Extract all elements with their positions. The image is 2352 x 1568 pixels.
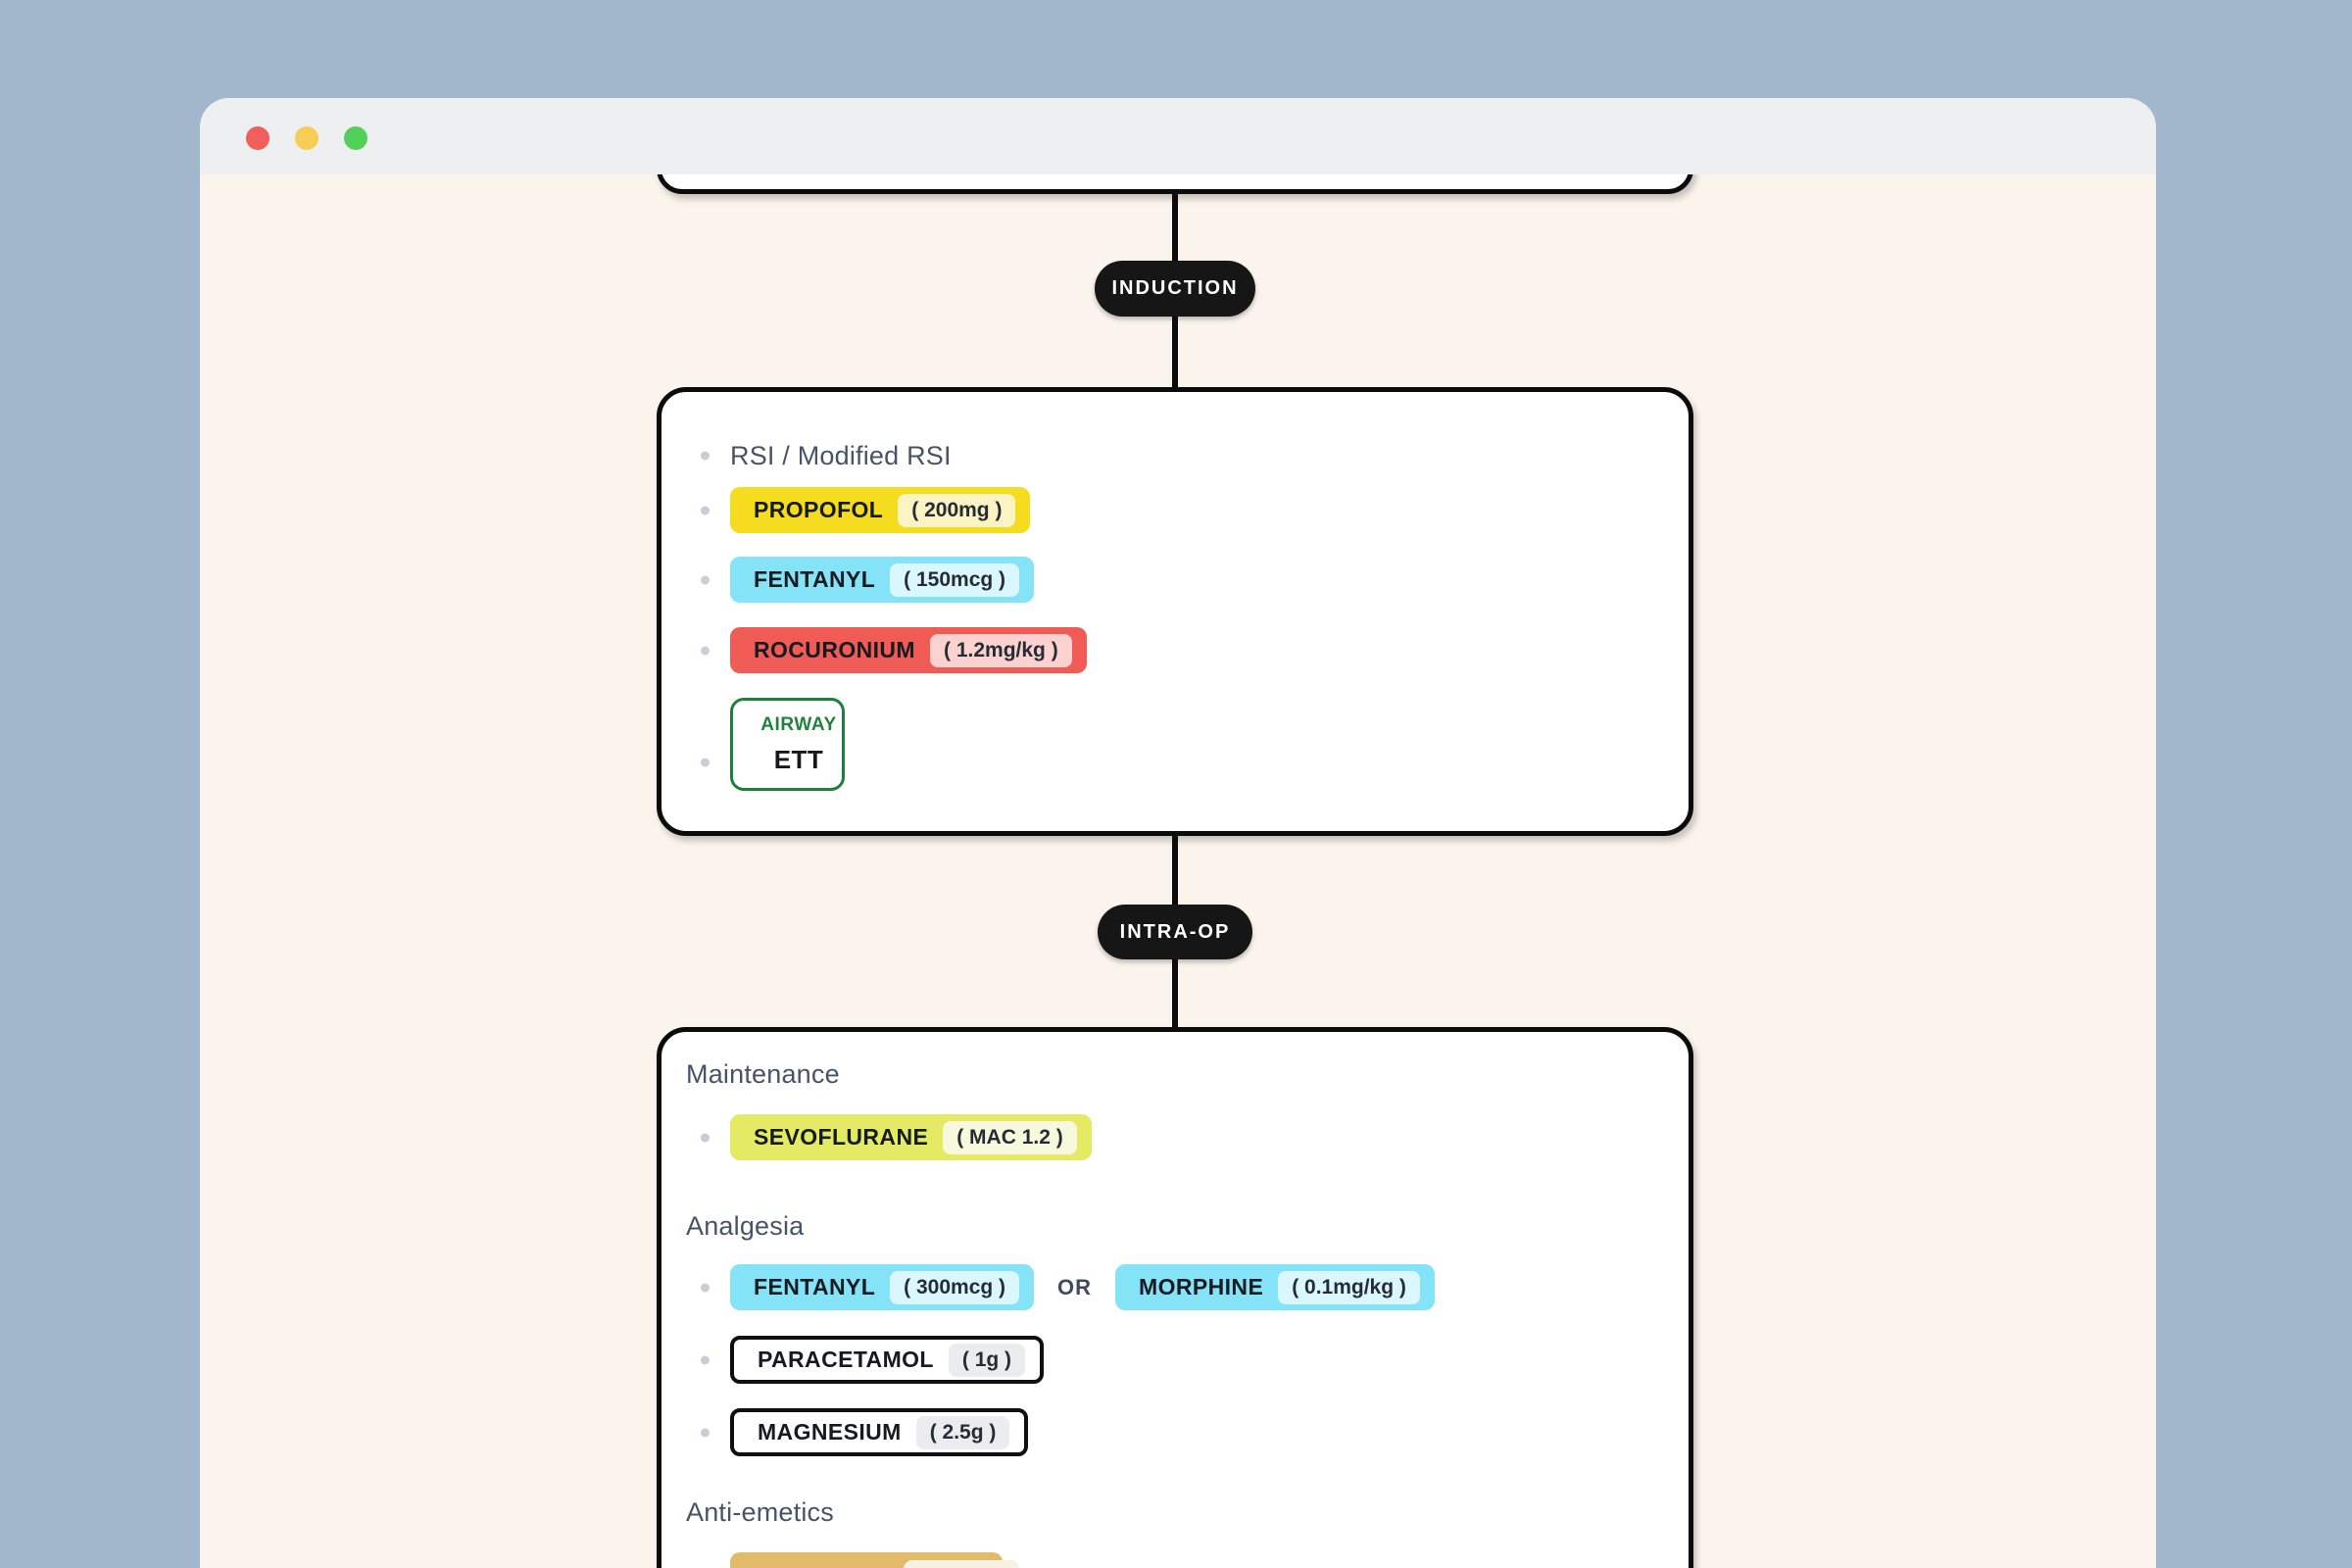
connector-line [1172,194,1178,261]
list-item: AIRWAY ETT [662,698,1679,791]
drug-name: PARACETAMOL [758,1347,934,1372]
drug-name: MAGNESIUM [758,1419,902,1445]
dose-chip: ( 1.2mg/kg ) [930,633,1072,667]
drug-pill-morphine: MORPHINE ( 0.1mg/kg ) [1115,1264,1435,1310]
dose-chip: ( 300mcg ) [890,1270,1020,1304]
list-item: FENTANYL ( 300mcg ) OR MORPHINE ( 0.1mg/… [662,1264,1679,1310]
dose-chip: ( 150mcg ) [890,563,1020,597]
dose-chip: ( 0.1mg/kg ) [1278,1270,1420,1304]
close-button[interactable] [246,126,270,150]
drug-name: FENTANYL [754,566,876,592]
dose-chip: ( 200mg ) [898,493,1016,527]
stage-badge-intraop: INTRA-OP [1098,905,1252,959]
drug-choice-group: FENTANYL ( 300mcg ) OR MORPHINE ( 0.1mg/… [730,1264,1435,1310]
list-item: PROPOFOL ( 200mg ) [662,487,1679,533]
drug-pill-sevoflurane: SEVOFLURANE ( MAC 1.2 ) [730,1114,1092,1160]
connector-line [1172,959,1178,1027]
dose-chip: ( 2.5g ) [915,1415,1010,1449]
bullet-icon [701,506,710,514]
drug-pill-fentanyl-intraop: FENTANYL ( 300mcg ) [730,1264,1035,1310]
browser-window: INDUCTION RSI / Modified RSI PROPOFOL ( … [200,98,2156,1568]
intraop-card: Maintenance SEVOFLURANE ( MAC 1.2 ) Anal… [657,1027,1693,1568]
bullet-icon [701,758,710,767]
drug-name: ROCURONIUM [754,637,915,662]
bullet-icon [701,1283,710,1292]
drug-name: SEVOFLURANE [754,1124,929,1150]
stage-badge-label: INDUCTION [1111,277,1239,299]
drug-name: FENTANYL [754,1274,876,1299]
airway-title: AIRWAY [760,713,837,735]
list-item [662,1552,1679,1568]
connector-line [1172,317,1178,387]
drug-name: PROPOFOL [754,497,884,522]
drug-pill-fentanyl: FENTANYL ( 150mcg ) [730,557,1035,603]
minimize-button[interactable] [295,126,318,150]
maximize-button[interactable] [344,126,368,150]
drug-pill-paracetamol: PARACETAMOL ( 1g ) [730,1336,1045,1384]
drug-pill-partial [730,1552,1019,1568]
drug-pill-magnesium: MAGNESIUM ( 2.5g ) [730,1408,1029,1456]
list-item: ROCURONIUM ( 1.2mg/kg ) [662,627,1679,673]
induction-card: RSI / Modified RSI PROPOFOL ( 200mg ) FE… [657,387,1693,836]
section-heading-antiemetics: Anti-emetics [686,1497,834,1527]
drug-pill-rocuronium: ROCURONIUM ( 1.2mg/kg ) [730,627,1087,673]
section-heading-analgesia: Analgesia [686,1211,805,1241]
bullet-icon [701,1428,710,1437]
section-heading-maintenance: Maintenance [686,1059,840,1089]
bullet-icon [701,451,710,461]
window-controls [246,126,368,150]
browser-titlebar [200,98,2156,174]
bullet-icon [701,1133,710,1142]
stage-badge-induction: INDUCTION [1095,261,1255,317]
airway-box: AIRWAY ETT [730,698,845,791]
dose-chip: ( 1g ) [948,1343,1026,1377]
bullet-icon [701,575,710,584]
or-label: OR [1057,1274,1093,1299]
previous-stage-card-partial [657,174,1693,194]
connector-line [1172,836,1178,905]
bullet-icon [701,646,710,655]
list-item: SEVOFLURANE ( MAC 1.2 ) [662,1114,1679,1160]
airway-value: ETT [773,744,824,774]
induction-note: RSI / Modified RSI [730,440,952,470]
list-item: FENTANYL ( 150mcg ) [662,557,1679,603]
bullet-icon [701,1355,710,1364]
list-item: PARACETAMOL ( 1g ) [662,1336,1679,1384]
drug-pill-propofol: PROPOFOL ( 200mg ) [730,487,1031,533]
dose-chip [904,1560,1019,1568]
drug-name: MORPHINE [1139,1274,1264,1299]
dose-chip: ( MAC 1.2 ) [943,1120,1077,1154]
list-item: MAGNESIUM ( 2.5g ) [662,1408,1679,1456]
page-canvas: INDUCTION RSI / Modified RSI PROPOFOL ( … [200,174,2156,1568]
stage-badge-label: INTRA-OP [1119,920,1231,943]
list-item: RSI / Modified RSI [662,439,1679,472]
